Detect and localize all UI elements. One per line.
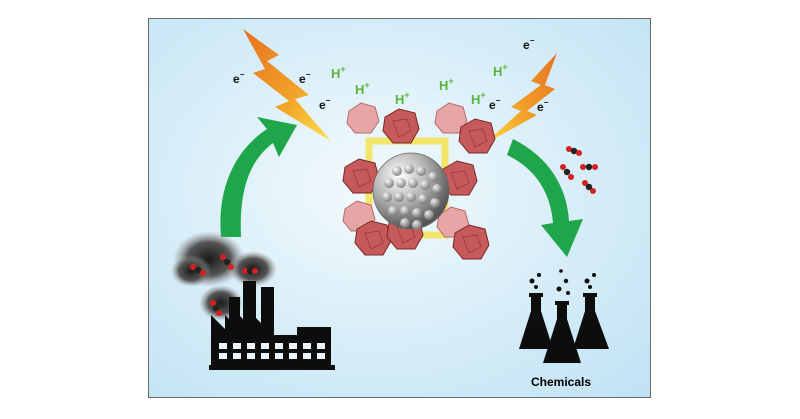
proton-label: H+ <box>395 90 410 107</box>
smoke-cloud <box>171 231 277 321</box>
proton-label: H+ <box>439 76 454 93</box>
chemicals-label: Chemicals <box>531 375 592 389</box>
electron-label: e− <box>523 36 535 52</box>
arrow-up-green <box>220 117 297 237</box>
proton-label: H+ <box>471 90 486 107</box>
electron-label: e− <box>299 70 311 86</box>
electron-label: e− <box>537 98 549 114</box>
proton-label: H+ <box>493 62 508 79</box>
mof-cluster-icon <box>342 102 496 260</box>
arrow-down-green <box>507 139 583 257</box>
diagram-canvas <box>171 29 609 370</box>
co2-molecule-icon <box>560 146 598 194</box>
electron-label: e− <box>319 96 331 112</box>
factory-icon <box>209 281 335 370</box>
electron-label: e− <box>489 96 501 112</box>
diagram-frame: e− e− e− e− e− e− H+ H+ H+ H+ H+ H+ Chem… <box>148 18 651 398</box>
lightning-bolt-right-icon <box>483 53 557 145</box>
flask-icon <box>519 269 609 363</box>
proton-label: H+ <box>355 80 370 97</box>
lightning-bolt-left-icon <box>243 29 331 141</box>
proton-label: H+ <box>331 64 346 81</box>
co2-molecule-icon <box>190 254 258 316</box>
electron-label: e− <box>233 70 245 86</box>
